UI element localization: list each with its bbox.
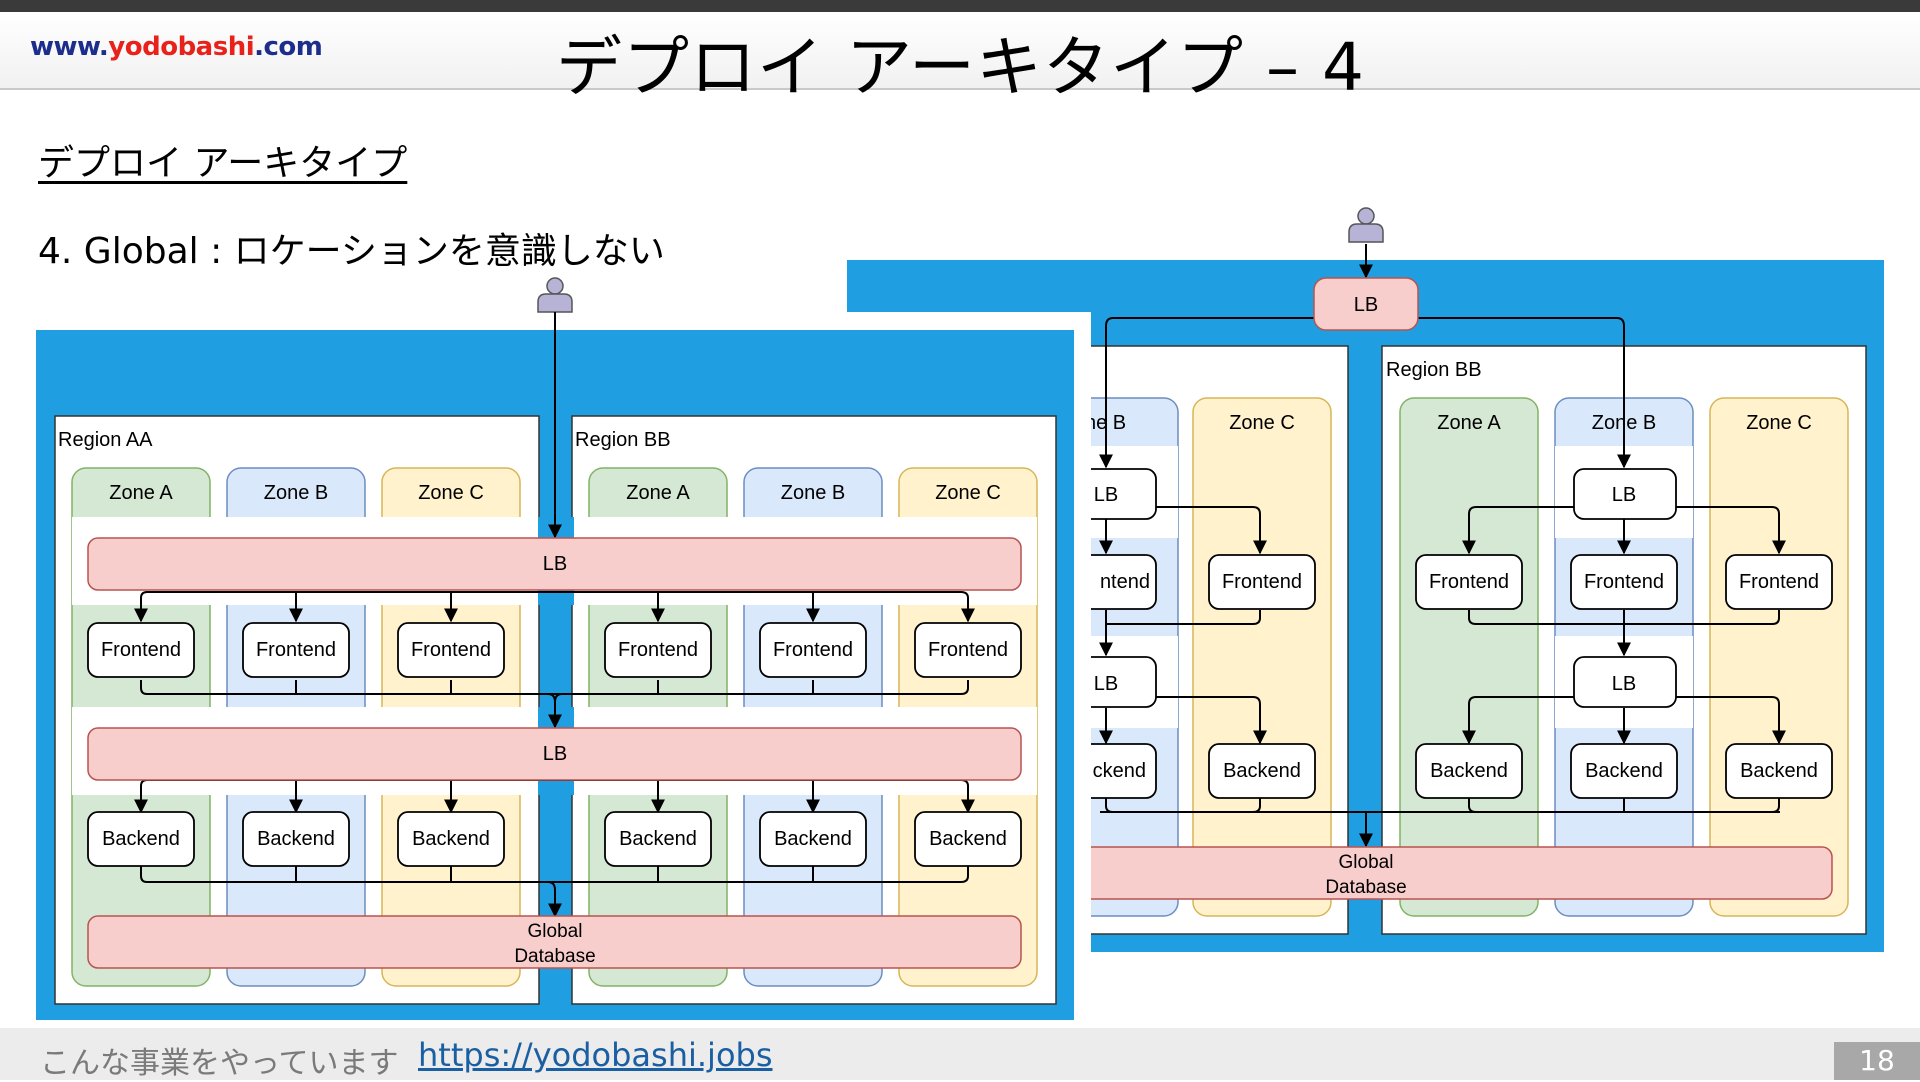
backend-node: [914, 811, 1022, 867]
backend-label: Backend: [929, 828, 1007, 850]
frontend-node: [604, 622, 712, 678]
frontend-label: Frontend: [1429, 571, 1509, 593]
db-label-line1: Global: [528, 921, 583, 942]
footer-jobs-link[interactable]: https://yodobashi.jobs: [418, 1036, 773, 1074]
frontend-node: [1208, 554, 1316, 610]
left-region-aa-label: Region AA: [58, 429, 153, 451]
left-lb-backend: [87, 727, 1022, 781]
top-bar: [0, 0, 1920, 12]
lb-label: LB: [543, 743, 567, 765]
frontend-node: [1725, 554, 1833, 610]
lb-node: [1573, 468, 1677, 520]
lb-label: LB: [1354, 294, 1378, 316]
frontend-node: [759, 622, 867, 678]
logo-suffix: .com: [254, 32, 323, 62]
backend-node: [604, 811, 712, 867]
lb-label: LB: [1612, 484, 1636, 506]
yodobashi-logo[interactable]: www.yodobashi.com: [30, 32, 323, 62]
user-icon: [1348, 207, 1384, 243]
backend-label: ckend: [1093, 760, 1146, 782]
lb-label: LB: [1094, 673, 1118, 695]
zone-label: Zone C: [935, 482, 1001, 504]
section-subheading: デプロイ アーキタイプ: [38, 143, 408, 184]
frontend-node: [1415, 554, 1523, 610]
user-icon: [537, 277, 573, 313]
backend-label: Backend: [619, 828, 697, 850]
backend-label: Backend: [1430, 760, 1508, 782]
backend-node: [1725, 743, 1833, 799]
left-lb-frontend: [87, 537, 1022, 591]
zone-label: Zone A: [626, 482, 690, 504]
backend-node: [242, 811, 350, 867]
left-global-database: [87, 915, 1022, 969]
right-top-lb: [1313, 277, 1419, 331]
frontend-label: Frontend: [256, 639, 336, 661]
backend-node: [759, 811, 867, 867]
backend-label: Backend: [1740, 760, 1818, 782]
archetype-point: 4. Global : ロケーションを意識しない: [38, 231, 665, 272]
zone-c: [1192, 397, 1332, 917]
right-connectors: [1099, 244, 1786, 848]
slide-title: デプロイ アーキタイプ – 4: [556, 29, 1365, 106]
frontend-label: Frontend: [928, 639, 1008, 661]
backend-node: [1570, 743, 1678, 799]
backend-label: Backend: [774, 828, 852, 850]
frontend-label: ntend: [1100, 571, 1150, 593]
frontend-node: [914, 622, 1022, 678]
left-zone-labels: Zone A Zone B Zone C Zone A Zone B Zone …: [109, 482, 1000, 504]
zone-label: Zone B: [264, 482, 328, 504]
lb-label: LB: [1612, 673, 1636, 695]
frontend-label: Frontend: [1222, 571, 1302, 593]
frontend-node: [1570, 554, 1678, 610]
frontend-label: Frontend: [618, 639, 698, 661]
frontend-label: Frontend: [101, 639, 181, 661]
left-frontends: Frontend Frontend Frontend Frontend Fron…: [87, 622, 1022, 678]
frontend-node: [242, 622, 350, 678]
frontend-label: Frontend: [411, 639, 491, 661]
backend-label: Backend: [1585, 760, 1663, 782]
backend-label: Backend: [412, 828, 490, 850]
frontend-label: Frontend: [1739, 571, 1819, 593]
right-global-database: [1049, 846, 1833, 900]
zone-a: [1399, 397, 1539, 917]
frontend-label: Frontend: [1584, 571, 1664, 593]
db-label-line2: Database: [514, 946, 595, 967]
logo-prefix: www.: [30, 32, 109, 62]
db-label-line1: Global: [1339, 852, 1394, 873]
frontend-node: [397, 622, 505, 678]
backend-node: [87, 811, 195, 867]
backend-label: Backend: [257, 828, 335, 850]
left-region-bb-label: Region BB: [575, 429, 671, 451]
zone-label: Zone C: [1229, 412, 1295, 434]
lb-label: LB: [543, 553, 567, 575]
lb-label: LB: [1094, 484, 1118, 506]
zone-label: Zone C: [1746, 412, 1812, 434]
zone-c: [1709, 397, 1849, 917]
zone-label: Zone A: [1437, 412, 1501, 434]
zone-label: Zone C: [418, 482, 484, 504]
backend-label: Backend: [102, 828, 180, 850]
backend-node: [397, 811, 505, 867]
zone-label: Zone B: [781, 482, 845, 504]
slide-header: www.yodobashi.com デプロイ アーキタイプ – 4: [0, 12, 1920, 106]
footer-bar: [0, 1028, 1920, 1080]
right-region-bb-label: Region BB: [1386, 359, 1482, 381]
frontend-node: [87, 622, 195, 678]
backend-node: [1415, 743, 1523, 799]
lb-node: [1573, 656, 1677, 708]
zone-label: Zone A: [109, 482, 173, 504]
backend-label: Backend: [1223, 760, 1301, 782]
left-backends: Backend Backend Backend Backend Backend …: [87, 811, 1022, 867]
logo-brand: yodobashi: [108, 32, 255, 62]
db-label-line2: Database: [1325, 877, 1406, 898]
backend-node: [1208, 743, 1316, 799]
page-number: 18: [1834, 1042, 1920, 1080]
frontend-label: Frontend: [773, 639, 853, 661]
footer-text: こんな事業をやっています: [40, 1046, 399, 1081]
